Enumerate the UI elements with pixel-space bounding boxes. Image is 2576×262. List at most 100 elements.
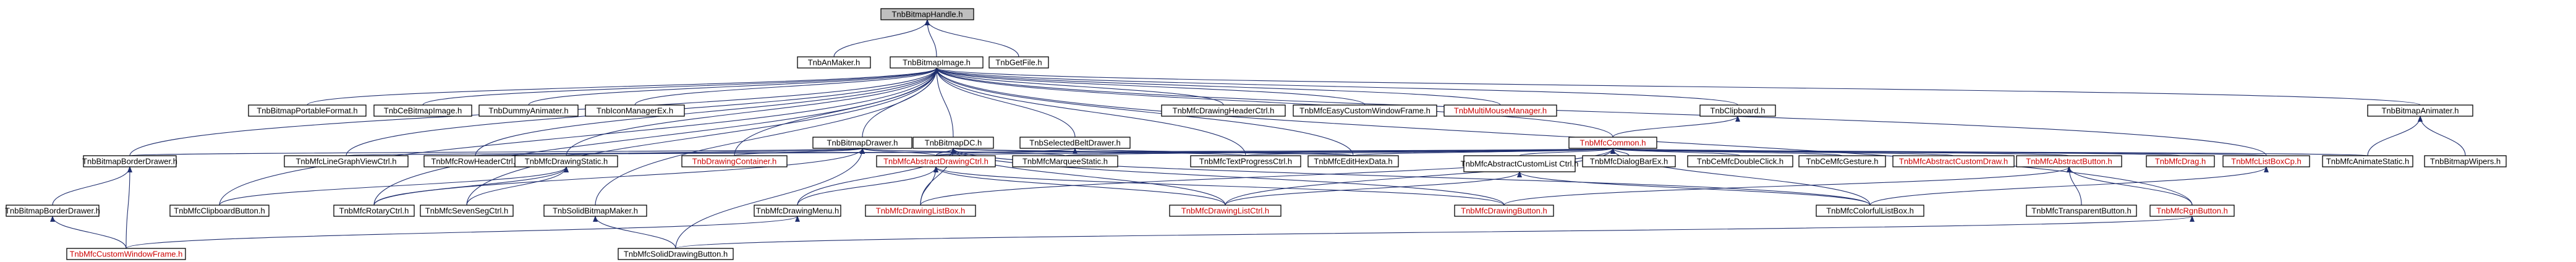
edge-n2-n25 (934, 67, 1246, 156)
node-n41[interactable]: TnbMfcDrawingMenu.h (754, 205, 841, 217)
node-n15[interactable]: TnbSelectedBeltDrawer.h (1019, 137, 1131, 149)
node-n44[interactable]: TnbMfcDrawingButton.h (1454, 205, 1554, 217)
node-n26[interactable]: TnbMfcEditHexData.h (1307, 155, 1399, 167)
node-box (1699, 104, 1776, 117)
node-n18[interactable]: TnbBitmapBorderDrawer.h (5, 205, 100, 217)
edge-n21-n38 (373, 166, 569, 206)
node-n29[interactable]: TnbCeMfcDoubleClick.h (1687, 155, 1793, 167)
node-label: TnbDummyAnimater.h (488, 106, 568, 116)
edge-n2-n4 (307, 67, 939, 106)
node-label: TnbCeBitmapImage.h (384, 106, 462, 116)
node-n45[interactable]: TnbMfcColorfulListBox.h (1816, 205, 1924, 217)
node-box (514, 155, 618, 167)
edge-n13-n21 (566, 148, 865, 156)
node-n47[interactable]: TnbMfcRgnButton.h (2149, 205, 2235, 217)
edge-n2-n16 (934, 67, 1613, 138)
edge-n12-n35 (2367, 116, 2423, 156)
node-n43[interactable]: TnbMfcDrawingListCtrl.h (1169, 205, 1282, 217)
node-n42[interactable]: TnbMfcDrawingListBox.h (865, 205, 976, 217)
node-n7[interactable]: TnbIconManagerEx.h (585, 104, 685, 117)
node-box (248, 104, 367, 117)
node-n10[interactable]: TnbMultiMouseManager.h (1443, 104, 1557, 117)
node-box (2424, 155, 2507, 167)
edge-n13-n49 (675, 148, 865, 249)
edge-n2-n11 (934, 67, 1738, 106)
node-n40[interactable]: TnbSolidBitmapMaker.h (543, 205, 647, 217)
edge-n27-n43 (1225, 171, 1522, 206)
node-box (2222, 155, 2310, 167)
node-n27[interactable]: TnbMfcAbstractCustomList Ctrl.h (1461, 155, 1579, 172)
node-label: TnbMfcListBoxCp.h (2231, 157, 2301, 166)
node-n48[interactable]: TnbMfcCustomWindowFrame.h (66, 248, 186, 260)
edge-n2-n7 (634, 67, 939, 106)
node-label: TnbMfcDrawingListBox.h (876, 206, 966, 216)
node-label: TnbMfcSevenSegCtrl.h (425, 206, 508, 216)
node-label: TnbAnMaker.h (808, 58, 861, 67)
node-label: TnbMfcClipboardButton.h (174, 206, 265, 216)
node-box (83, 155, 177, 167)
node-n24[interactable]: TnbMfcMarqueeStatic.h (1012, 155, 1118, 167)
edge-n23-n43 (933, 166, 1226, 206)
node-n1[interactable]: TnbAnMaker.h (797, 56, 871, 69)
edge-n2-n38 (373, 67, 939, 206)
node-n20[interactable]: TnbMfcRowHeaderCtrl.h (423, 155, 527, 167)
node-n21[interactable]: TnbMfcDrawingStatic.h (514, 155, 618, 167)
node-box (66, 248, 186, 260)
node-n4[interactable]: TnbBitmapPortableFormat.h (248, 104, 367, 117)
node-box (1892, 155, 2015, 167)
node-label: TnbCeMfcDoubleClick.h (1697, 157, 1783, 166)
node-n3[interactable]: TnbGetFile.h (988, 56, 1049, 69)
node-n11[interactable]: TnbClipboard.h (1699, 104, 1776, 117)
node-n33[interactable]: TnbMfcDrag.h (2146, 155, 2215, 167)
node-n46[interactable]: TnbMfcTransparentButton.h (2026, 205, 2137, 217)
node-label: TnbMfcDrawingHeaderCtrl.h (1173, 106, 1275, 116)
node-n19[interactable]: TnbMfcLineGraphViewCtrl.h (284, 155, 409, 167)
edge-n16-n26 (1353, 148, 1615, 156)
edge-n18-n48 (50, 216, 127, 249)
node-n34[interactable]: TnbMfcListBoxCp.h (2222, 155, 2310, 167)
node-n39[interactable]: TnbMfcSevenSegCtrl.h (420, 205, 514, 217)
node-n6[interactable]: TnbDummyAnimater.h (478, 104, 579, 117)
node-n13[interactable]: TnbBitmapDrawer.h (812, 137, 912, 149)
node-n38[interactable]: TnbMfcRotaryCtrl.h (333, 205, 415, 217)
node-n28[interactable]: TnbMfcDialogBarEx.h (1582, 155, 1676, 167)
node-n49[interactable]: TnbMfcSolidDrawingButton.h (618, 248, 734, 260)
node-n31[interactable]: TnbMfcAbstractCustomDraw.h (1892, 155, 2015, 167)
node-n14[interactable]: TnbBitmapDC.h (912, 137, 994, 149)
node-n32[interactable]: TnbMfcAbstractButton.h (2016, 155, 2122, 167)
node-label: TnbBitmapWipers.h (2430, 157, 2501, 166)
edge-n2-n39 (466, 67, 939, 206)
edge-n0-n1 (833, 19, 930, 57)
node-n16[interactable]: TnbMfcCommon.h (1568, 137, 1657, 149)
node-n9[interactable]: TnbMfcEasyCustomWindowFrame.h (1293, 104, 1437, 117)
node-box (333, 205, 415, 217)
node-n17[interactable]: TnbBitmapBorderDrawer.h (82, 155, 177, 167)
node-n37[interactable]: TnbMfcClipboardButton.h (169, 205, 270, 217)
node-n23[interactable]: TnbMfcAbstractDrawingCtrl.h (876, 155, 996, 167)
node-n22[interactable]: TnbDrawingContainer.h (681, 155, 788, 167)
edge-n2-n14 (934, 67, 954, 138)
node-box (169, 205, 270, 217)
node-label: TnbMfcAbstractCustomList Ctrl.h (1461, 159, 1579, 169)
node-label: TnbMfcSolidDrawingButton.h (624, 250, 728, 259)
node-n2[interactable]: TnbBitmapImage.h (890, 56, 984, 69)
edge-n32-n44 (1503, 166, 2072, 206)
node-n0[interactable]: TnbBitmapHandle.h (880, 8, 974, 20)
node-n8[interactable]: TnbMfcDrawingHeaderCtrl.h (1161, 104, 1286, 117)
edge-n11-n16 (1612, 116, 1740, 138)
node-box (1190, 155, 1301, 167)
node-box (880, 8, 974, 20)
node-n30[interactable]: TnbCeMfcGesture.h (1798, 155, 1886, 167)
node-n35[interactable]: TnbMfcAnimateStatic.h (2322, 155, 2413, 167)
edge-n13-n22 (734, 148, 865, 156)
node-n36[interactable]: TnbBitmapWipers.h (2424, 155, 2507, 167)
node-box (1582, 155, 1676, 167)
node-label: TnbMfcEditHexData.h (1314, 157, 1392, 166)
edge-n2-n6 (528, 67, 939, 106)
node-box (2367, 104, 2473, 117)
node-box (988, 56, 1049, 69)
node-n25[interactable]: TnbMfcTextProgressCtrl.h (1190, 155, 1301, 167)
node-n12[interactable]: TnbBitmapAnimater.h (2367, 104, 2473, 117)
node-n5[interactable]: TnbCeBitmapImage.h (373, 104, 472, 117)
edge-n13-n17 (129, 148, 864, 156)
